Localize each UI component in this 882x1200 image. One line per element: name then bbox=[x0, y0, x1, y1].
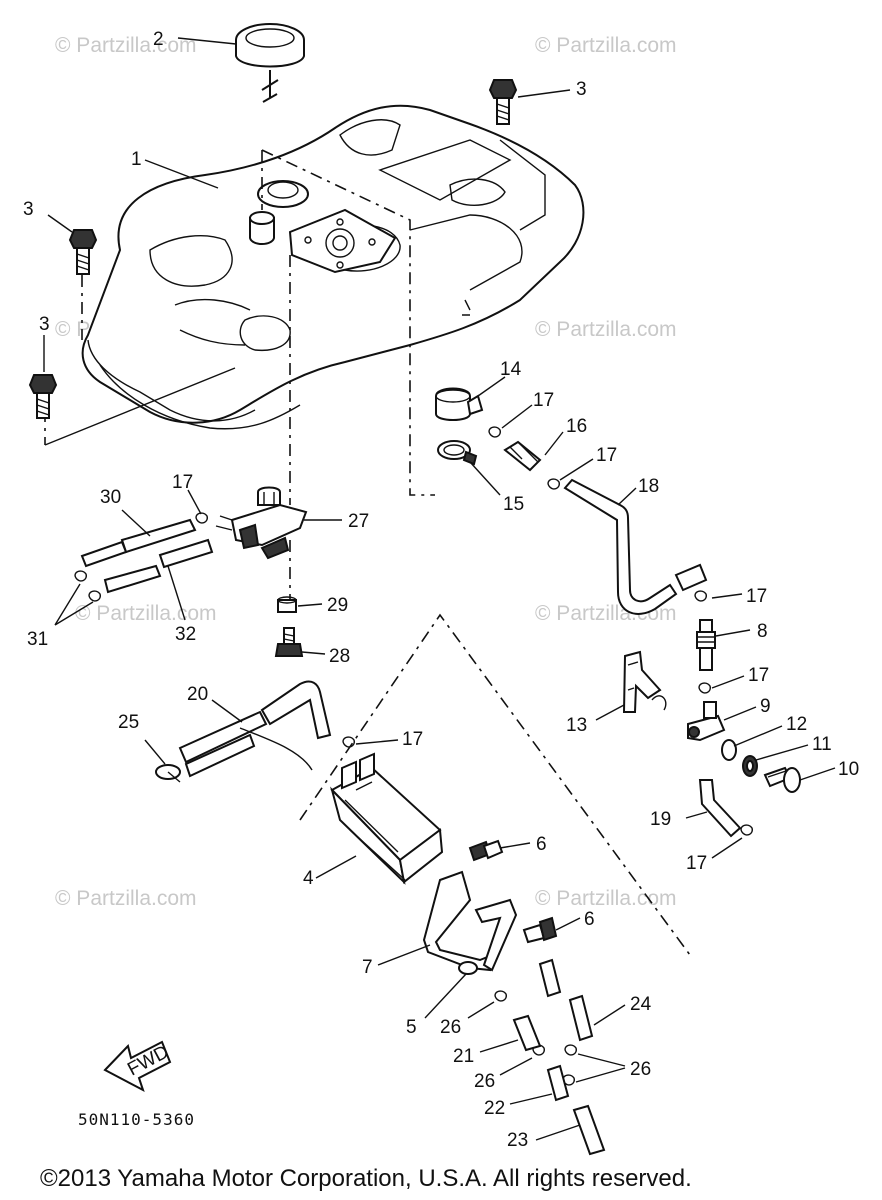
callout-26: 26 bbox=[440, 1017, 461, 1038]
hose-32 bbox=[103, 538, 214, 621]
callout-6: 6 bbox=[584, 909, 595, 930]
hose-21 bbox=[479, 1014, 542, 1053]
joint-16 bbox=[503, 431, 564, 472]
callout-5: 5 bbox=[406, 1017, 417, 1038]
callout-7: 7 bbox=[362, 957, 373, 978]
watermark: © Partzilla.com bbox=[75, 602, 217, 625]
callout-30: 30 bbox=[100, 487, 121, 508]
hose-30 bbox=[80, 509, 197, 568]
callout-6: 6 bbox=[536, 834, 547, 855]
clamp-25 bbox=[144, 739, 181, 783]
callout-17: 17 bbox=[596, 445, 617, 466]
screw-10 bbox=[763, 766, 836, 793]
fuel-pump-27 bbox=[215, 486, 342, 560]
callout-17: 17 bbox=[686, 853, 707, 874]
bracket-7 bbox=[377, 870, 518, 972]
callout-13: 13 bbox=[566, 715, 587, 736]
callout-24: 24 bbox=[630, 994, 652, 1015]
clip-17-right-a bbox=[694, 590, 743, 602]
fwd-label: FWD bbox=[124, 1042, 172, 1081]
callout-10: 10 bbox=[838, 759, 859, 780]
oring-11 bbox=[742, 744, 809, 777]
callout-17: 17 bbox=[746, 586, 767, 607]
hose-19 bbox=[685, 779, 742, 838]
washer-12 bbox=[721, 725, 783, 761]
bracket-13 bbox=[595, 650, 667, 721]
callout-18: 18 bbox=[638, 476, 659, 497]
hose-24 bbox=[538, 958, 626, 1042]
copyright-notice: ©2013 Yamaha Motor Corporation, U.S.A. A… bbox=[40, 1165, 692, 1192]
clip-17-right-c bbox=[711, 824, 754, 859]
callout-19: 19 bbox=[650, 809, 671, 830]
callout-14: 14 bbox=[500, 359, 522, 380]
bolt-6-lower bbox=[522, 916, 581, 944]
callout-27: 27 bbox=[348, 511, 369, 532]
callout-1: 1 bbox=[131, 149, 142, 170]
callout-28: 28 bbox=[329, 646, 350, 667]
watermark: © Partzilla.com bbox=[535, 318, 677, 341]
callout-9: 9 bbox=[760, 696, 771, 717]
grommet-29 bbox=[277, 596, 323, 613]
clip-17-left bbox=[187, 489, 209, 524]
clip-17-canister bbox=[342, 736, 399, 748]
hose-23 bbox=[535, 1104, 606, 1156]
valve-9 bbox=[687, 701, 757, 742]
clamp-5 bbox=[424, 961, 478, 1019]
clamp-15 bbox=[437, 440, 501, 496]
callout-31: 31 bbox=[27, 629, 48, 650]
callout-16: 16 bbox=[566, 416, 587, 437]
clip-17-upper bbox=[488, 404, 594, 490]
callout-26: 26 bbox=[474, 1071, 495, 1092]
long-dashed-outline bbox=[299, 613, 691, 956]
callout-20: 20 bbox=[187, 684, 208, 705]
bolt-28 bbox=[274, 627, 326, 657]
watermark: © Partzilla.com bbox=[55, 34, 197, 57]
fitting-8 bbox=[696, 619, 751, 671]
fwd-arrow-icon: FWD bbox=[103, 1040, 172, 1093]
callout-11: 11 bbox=[812, 734, 832, 755]
callout-32: 32 bbox=[175, 624, 196, 645]
callout-4: 4 bbox=[303, 868, 314, 889]
diagram-code: 50N110-5360 bbox=[78, 1110, 195, 1129]
hose-18 bbox=[563, 478, 708, 615]
callout-17: 17 bbox=[748, 665, 769, 686]
callout-17: 17 bbox=[172, 472, 193, 493]
watermark: © Partzilla.com bbox=[535, 887, 677, 910]
bolt-left-lower bbox=[28, 335, 58, 419]
tank-leaders bbox=[44, 149, 435, 600]
callout-8: 8 bbox=[757, 621, 768, 642]
callout-12: 12 bbox=[786, 714, 807, 735]
callout-29: 29 bbox=[327, 595, 348, 616]
callout-17: 17 bbox=[533, 390, 554, 411]
callout-15: 15 bbox=[503, 494, 524, 515]
callout-17: 17 bbox=[402, 729, 423, 750]
watermark: © Partzilla.com bbox=[535, 34, 677, 57]
bolt-top bbox=[488, 79, 571, 125]
callout-2: 2 bbox=[153, 29, 164, 50]
callout-26: 26 bbox=[630, 1059, 651, 1080]
hose-20 bbox=[178, 680, 332, 778]
vent-cap-14 bbox=[435, 376, 506, 421]
fuel-cap bbox=[177, 23, 305, 103]
watermark: © Partzilla.com bbox=[55, 887, 197, 910]
callout-22: 22 bbox=[484, 1098, 505, 1119]
clip-17-right-b bbox=[698, 675, 745, 694]
clip-31 bbox=[54, 570, 102, 626]
callout-25: 25 bbox=[118, 712, 139, 733]
callout-23: 23 bbox=[507, 1130, 528, 1151]
bolt-left-upper bbox=[47, 214, 98, 275]
callout-21: 21 bbox=[453, 1046, 474, 1067]
callout-3: 3 bbox=[576, 79, 587, 100]
callout-layer: 1 2 3 3 3 4 5 6 6 7 8 9 10 11 12 13 14 1… bbox=[23, 29, 859, 1151]
fuel-tank bbox=[81, 104, 585, 430]
bolt-6-upper bbox=[468, 839, 531, 862]
callout-3: 3 bbox=[23, 199, 34, 220]
joint-22 bbox=[509, 1064, 570, 1105]
canister-4 bbox=[315, 752, 444, 885]
callout-3: 3 bbox=[39, 314, 50, 335]
